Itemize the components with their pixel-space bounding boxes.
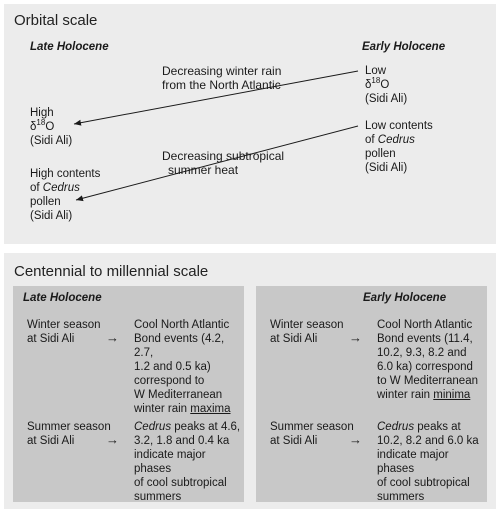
late-summer-text: Cedrus peaks at 4.6, 3.2, 1.8 and 0.4 ka… [134, 421, 241, 503]
late-cedrus-block: High contents of Cedrus pollen (Sidi Ali… [30, 168, 101, 222]
late-winter-label: Winter season at Sidi Ali [27, 319, 101, 345]
early-box-heading: Early Holocene [363, 292, 447, 304]
late-summer-label: Summer season at Sidi Ali [27, 421, 111, 447]
centennial-scale-title: Centennial to millennial scale [14, 263, 209, 280]
arrow1-label: Decreasing winter rain from the North At… [162, 64, 282, 92]
orbital-arrows [73, 70, 359, 202]
early-summer-label: Summer season at Sidi Ali [270, 421, 354, 447]
orbital-scale-panel: Orbital scale Late Holocene Early Holoce… [4, 4, 496, 244]
early-winter-label: Winter season at Sidi Ali [270, 319, 344, 345]
late-d18o-line1: High [30, 107, 54, 119]
early-holocene-box: Early Holocene Winter season at Sidi Ali… [256, 286, 487, 503]
early-d18o-block: Low δ18O (Sidi Ali) [365, 64, 407, 106]
late-holocene-box: Late Holocene Winter season at Sidi Ali … [13, 286, 244, 503]
early-d18o-site: (Sidi Ali) [365, 93, 408, 105]
arrow2-label: Decreasing subtropical summer heat [162, 149, 285, 177]
late-winter-arrow-icon: → [106, 330, 119, 345]
late-d18o-site: (Sidi Ali) [30, 135, 73, 147]
early-d18o-symbol: δ18O [365, 76, 390, 92]
orbital-scale-title: Orbital scale [14, 12, 98, 29]
early-winter-text: Cool North Atlantic Bond events (11.4, 1… [377, 319, 478, 401]
centennial-scale-panel: Centennial to millennial scale Late Holo… [4, 253, 496, 509]
late-d18o-symbol: δ18O [30, 118, 55, 134]
early-winter-arrow-icon: → [349, 330, 362, 345]
arrow2-line [75, 125, 359, 202]
arrow1-line [73, 70, 359, 126]
early-summer-arrow-icon: → [349, 432, 362, 447]
early-holocene-label: Early Holocene [362, 41, 446, 53]
late-box-heading: Late Holocene [23, 292, 102, 304]
early-cedrus-block: Low contents of Cedrus pollen (Sidi Ali) [365, 120, 433, 174]
early-d18o-line1: Low [365, 65, 387, 77]
late-d18o-block: High δ18O (Sidi Ali) [30, 106, 72, 148]
late-summer-arrow-icon: → [106, 432, 119, 447]
early-summer-text: Cedrus peaks at 10.2, 8.2 and 6.0 ka ind… [377, 421, 479, 503]
late-holocene-label: Late Holocene [30, 41, 109, 53]
late-winter-text: Cool North Atlantic Bond events (4.2, 2.… [134, 319, 231, 415]
